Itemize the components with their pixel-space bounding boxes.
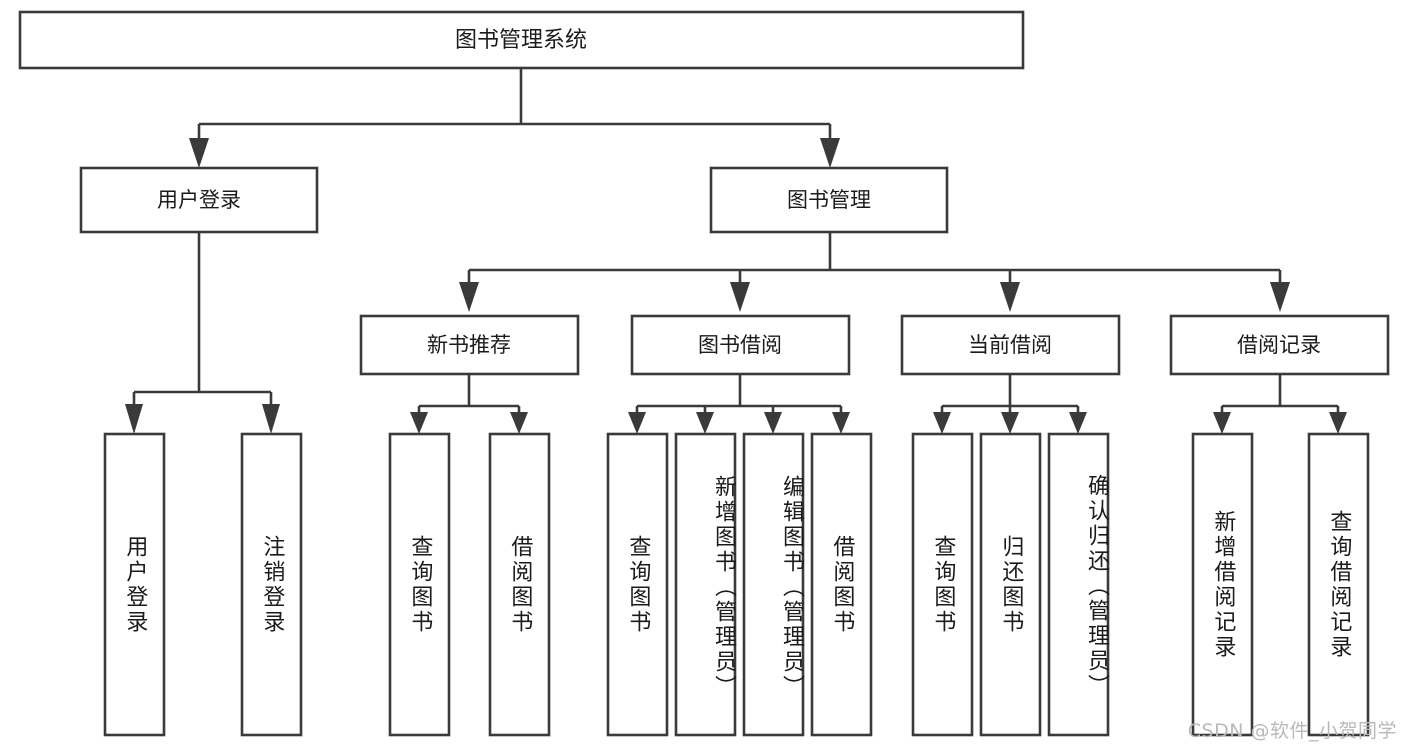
connector-bookmgmt-to-level3 [459,232,1290,312]
connector-currentborrow-to-leaves [933,374,1087,434]
arrow-head-icon [1001,412,1019,434]
leaf-box-new-book-1[interactable] [388,432,451,737]
leaf-box-book-borrow-2[interactable] [674,432,737,737]
arrow-head-icon [125,404,143,434]
leaf-box-book-borrow-4[interactable] [810,432,873,737]
leaf-box-borrow-record-1[interactable] [1191,432,1254,737]
arrow-head-icon [832,412,850,434]
arrow-head-icon [1000,282,1020,312]
node-new-book-recommend[interactable]: 新书推荐 [359,314,580,376]
leaf-box-current-borrow-3[interactable] [1047,432,1110,737]
node-label-borrow-record: 借阅记录 [1237,333,1321,357]
arrow-head-icon [459,282,479,312]
arrow-head-icon [262,404,280,434]
node-box-shape [79,166,319,234]
node-book-management[interactable]: 图书管理 [709,166,949,234]
arrow-head-icon [1213,412,1231,434]
arrow-head-icon [1069,412,1087,434]
node-book-borrow[interactable]: 图书借阅 [630,314,851,376]
arrow-head-icon [189,138,209,168]
arrow-head-icon [1270,282,1290,312]
leaf-box-current-borrow-2[interactable] [979,432,1042,737]
leaf-box-current-borrow-1[interactable] [911,432,974,737]
node-label-user-login: 用户登录 [157,188,241,212]
node-label-book-borrow: 图书借阅 [698,333,782,357]
leaf-box-user-login-1[interactable] [103,432,166,737]
node-box-shape [1169,314,1390,376]
node-box-shape [900,314,1121,376]
node-current-borrow[interactable]: 当前借阅 [900,314,1121,376]
arrow-head-icon [1329,412,1347,434]
node-label-book-management: 图书管理 [787,188,871,212]
node-label-root: 图书管理系统 [455,28,587,53]
leaf-box-book-borrow-3[interactable] [742,432,805,737]
arrow-head-icon [510,412,528,434]
arrow-head-icon [696,412,714,434]
arrow-head-icon [764,412,782,434]
connector-bookborrow-to-leaves [628,374,850,434]
arrow-head-icon [410,412,428,434]
node-label-new-book-recommend: 新书推荐 [427,333,511,357]
node-box-shape [18,10,1025,70]
connector-userlogin-to-leaves [125,232,280,434]
node-borrow-record[interactable]: 借阅记录 [1169,314,1390,376]
node-box-shape [709,166,949,234]
node-box-shape [630,314,851,376]
node-label-current-borrow: 当前借阅 [968,333,1052,357]
arrow-head-icon [933,412,951,434]
node-root[interactable]: 图书管理系统 [18,10,1025,70]
connector-borrowrecord-to-leaves [1213,374,1347,434]
arrow-head-icon [628,412,646,434]
arrow-head-icon [820,138,840,168]
connector-root-to-level2 [189,68,840,168]
watermark-text: CSDN @软件_小贺同学 [1187,720,1397,742]
leaf-box-borrow-record-2[interactable] [1307,432,1370,737]
leaf-box-user-login-2[interactable] [240,432,303,737]
leaf-box-new-book-2[interactable] [488,432,551,737]
arrow-head-icon [730,282,750,312]
node-box-shape [359,314,580,376]
leaf-box-book-borrow-1[interactable] [606,432,669,737]
node-user-login[interactable]: 用户登录 [79,166,319,234]
connector-newbook-to-leaves [410,374,528,434]
